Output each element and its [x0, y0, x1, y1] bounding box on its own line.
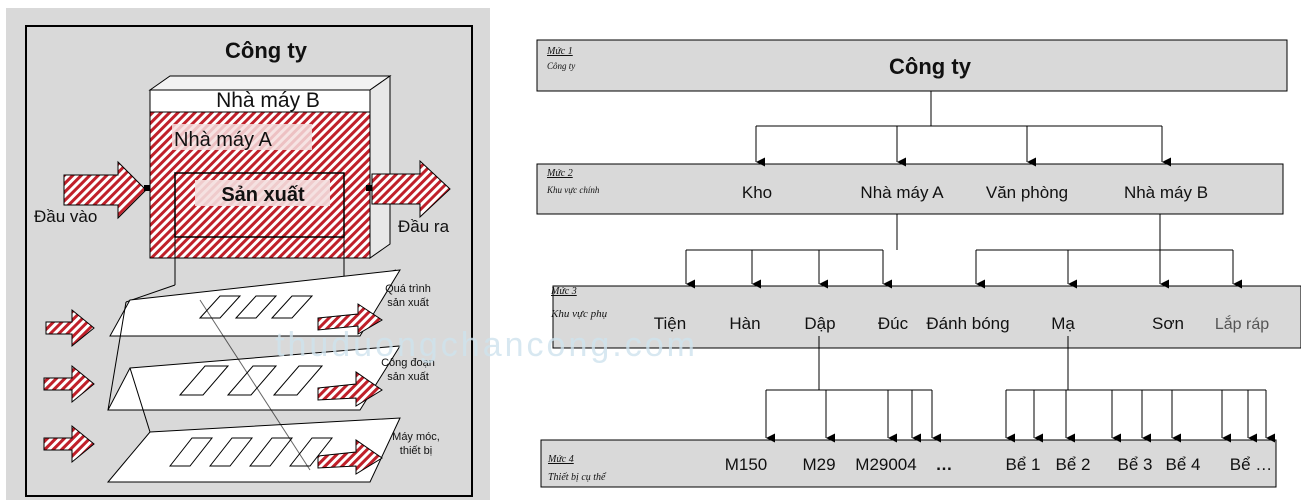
level-4-item-be-more: Bể …: [1230, 455, 1273, 474]
level-3-item-lap-rap: Lắp ráp: [1215, 314, 1269, 333]
level-2-item-nha-may-b: Nhà máy B: [1124, 183, 1208, 202]
level-3-item-danh-bong: Đánh bóng: [926, 314, 1009, 333]
level-3-item-ma: Mạ: [1051, 314, 1075, 333]
level-4-item-be-4: Bể 4: [1166, 455, 1201, 474]
production-label: Sản xuất: [221, 184, 305, 206]
input-label: Đầu vào: [34, 207, 97, 226]
layer-process-line2: sản xuất: [387, 297, 429, 309]
level-3-sub: Khu vực phụ: [550, 308, 608, 320]
output-label: Đầu ra: [398, 217, 450, 236]
watermark: thuduongchancong.com: [275, 326, 698, 364]
level-4-item-be-2: Bể 2: [1056, 455, 1091, 474]
left-factory-diagram: Công ty Nhà máy B Nhà máy A Sản xuất Đầu…: [6, 8, 490, 500]
level-2-item-kho: Kho: [742, 183, 772, 202]
layer-machines-line1: Máy móc,: [392, 431, 440, 443]
level-3-item-duc: Đúc: [878, 314, 909, 333]
right-hierarchy-diagram: Mức 1 Công ty Mức 2 Khu vực chính Mức 3 …: [537, 40, 1301, 487]
layer-machines-line2: thiết bị: [400, 445, 432, 457]
level-1-item: Công ty: [889, 54, 972, 79]
factory-b-label: Nhà máy B: [216, 89, 320, 112]
level-4-sub: Thiết bị cụ thể: [548, 472, 607, 483]
level-4-item-be-1: Bể 1: [1006, 455, 1041, 474]
level-4-item-ellipsis: …: [936, 455, 953, 474]
level-2-item-nha-may-a: Nhà máy A: [860, 183, 944, 202]
layer-stage-line2: sản xuất: [387, 371, 429, 383]
company-title: Công ty: [225, 38, 308, 63]
factory-a-label: Nhà máy A: [174, 129, 272, 151]
level-4-item-m150: M150: [725, 455, 768, 474]
level-3-label: Mức 3: [550, 286, 577, 297]
level-1-sub: Công ty: [547, 61, 575, 71]
level-2-sub: Khu vực chính: [546, 185, 600, 195]
level-4-item-m29: M29: [802, 455, 835, 474]
factory-a-box: Nhà máy A Sản xuất: [150, 112, 370, 258]
layer-process-line1: Quá trình: [385, 283, 431, 295]
level-1-label: Mức 1: [546, 46, 573, 57]
level-2-item-van-phong: Văn phòng: [986, 183, 1068, 202]
level-3-item-dap: Dập: [804, 314, 835, 333]
level-3-item-son: Sơn: [1152, 314, 1184, 333]
level-3-item-han: Hàn: [729, 314, 760, 333]
level-4-item-m29004: M29004: [855, 455, 916, 474]
level-2-label: Mức 2: [546, 168, 573, 179]
level-4-label: Mức 4: [547, 454, 574, 465]
level-4-item-be-3: Bể 3: [1118, 455, 1153, 474]
